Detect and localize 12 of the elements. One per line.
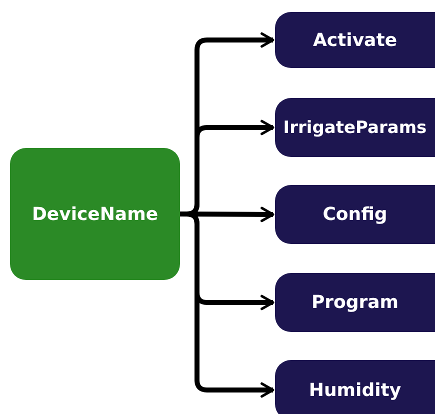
item-box [275, 273, 435, 332]
node-label: Activate [312, 30, 398, 50]
item-box [275, 98, 435, 157]
item-box [275, 12, 435, 68]
item-box [275, 360, 435, 414]
node-label: Humidity [308, 380, 402, 400]
node-label: DeviceName [32, 204, 158, 224]
node-label: Program [311, 292, 399, 313]
node-label: IrrigateParams [283, 118, 427, 138]
device-box [10, 148, 180, 280]
node-label: Config [322, 204, 388, 225]
item-box [275, 185, 435, 244]
